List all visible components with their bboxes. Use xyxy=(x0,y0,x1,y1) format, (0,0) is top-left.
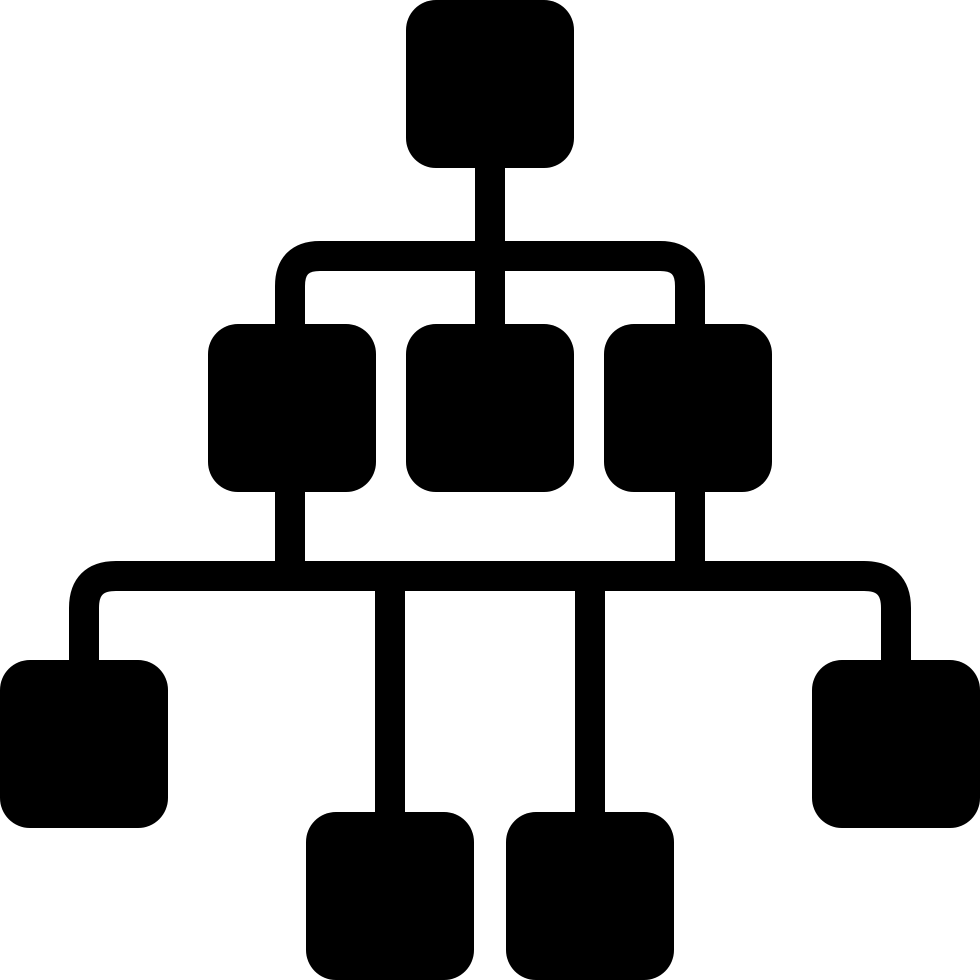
node-root xyxy=(406,0,574,168)
node-level3-far-left xyxy=(0,660,168,828)
connector-lines xyxy=(69,160,911,818)
node-level3-inner-right xyxy=(506,812,674,980)
node-level3-inner-left xyxy=(306,812,474,980)
node-level3-far-right xyxy=(812,660,980,828)
node-level2-right xyxy=(604,324,772,492)
node-level2-left xyxy=(208,324,376,492)
connector-lower-bracket xyxy=(69,561,911,666)
node-level2-center xyxy=(406,324,574,492)
